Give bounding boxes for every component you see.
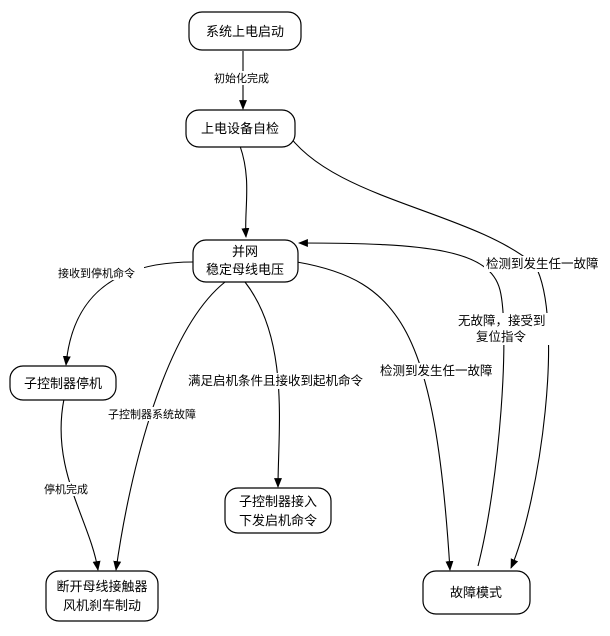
- node-grid-connect: 并网 稳定母线电压: [192, 239, 299, 283]
- svg-text:下发启机命令: 下发启机命令: [239, 513, 317, 529]
- svg-text:上电设备自检: 上电设备自检: [201, 121, 279, 137]
- label-reset-line2: 复位指令: [476, 329, 527, 344]
- svg-text:并网: 并网: [232, 245, 258, 260]
- svg-text:断开母线接触器: 断开母线接触器: [56, 579, 147, 595]
- label-recv-stop: 接收到停机命令: [58, 266, 135, 280]
- node-sub-connect: 子控制器接入 下发启机命令: [224, 487, 332, 534]
- node-sub-stop: 子控制器停机: [9, 365, 117, 401]
- svg-text:故障模式: 故障模式: [450, 586, 502, 601]
- label-stop-done: 停机完成: [44, 482, 88, 496]
- label-sub-fault: 子控制器系统故障: [108, 407, 196, 421]
- node-power-on: 系统上电启动: [188, 11, 302, 51]
- label-fault-detect-selfcheck: 检测到发生任一故障: [486, 256, 599, 271]
- svg-text:系统上电启动: 系统上电启动: [206, 25, 284, 40]
- edge-grid-to-brake: [113, 281, 226, 571]
- node-fault-mode: 故障模式: [422, 570, 531, 615]
- label-start-condition: 满足启机条件且接收到起机命令: [188, 373, 364, 388]
- svg-text:子控制器接入: 子控制器接入: [239, 494, 317, 510]
- svg-text:子控制器停机: 子控制器停机: [24, 376, 102, 392]
- edge-grid-to-fault: [296, 261, 454, 571]
- edge-fault-to-grid: [298, 239, 505, 567]
- label-fault-detect-grid: 检测到发生任一故障: [380, 363, 493, 378]
- node-self-check: 上电设备自检: [185, 109, 296, 148]
- node-brake: 断开母线接触器 风机刹车制动: [45, 570, 159, 622]
- edge-selfcheck-to-grid: [239, 145, 250, 238]
- svg-text:稳定母线电压: 稳定母线电压: [206, 262, 284, 278]
- edge-grid-to-substop: [62, 261, 194, 366]
- label-reset-line1: 无故障，接受到: [458, 313, 546, 328]
- label-init-done: 初始化完成: [214, 71, 269, 85]
- svg-text:风机刹车制动: 风机刹车制动: [63, 598, 141, 614]
